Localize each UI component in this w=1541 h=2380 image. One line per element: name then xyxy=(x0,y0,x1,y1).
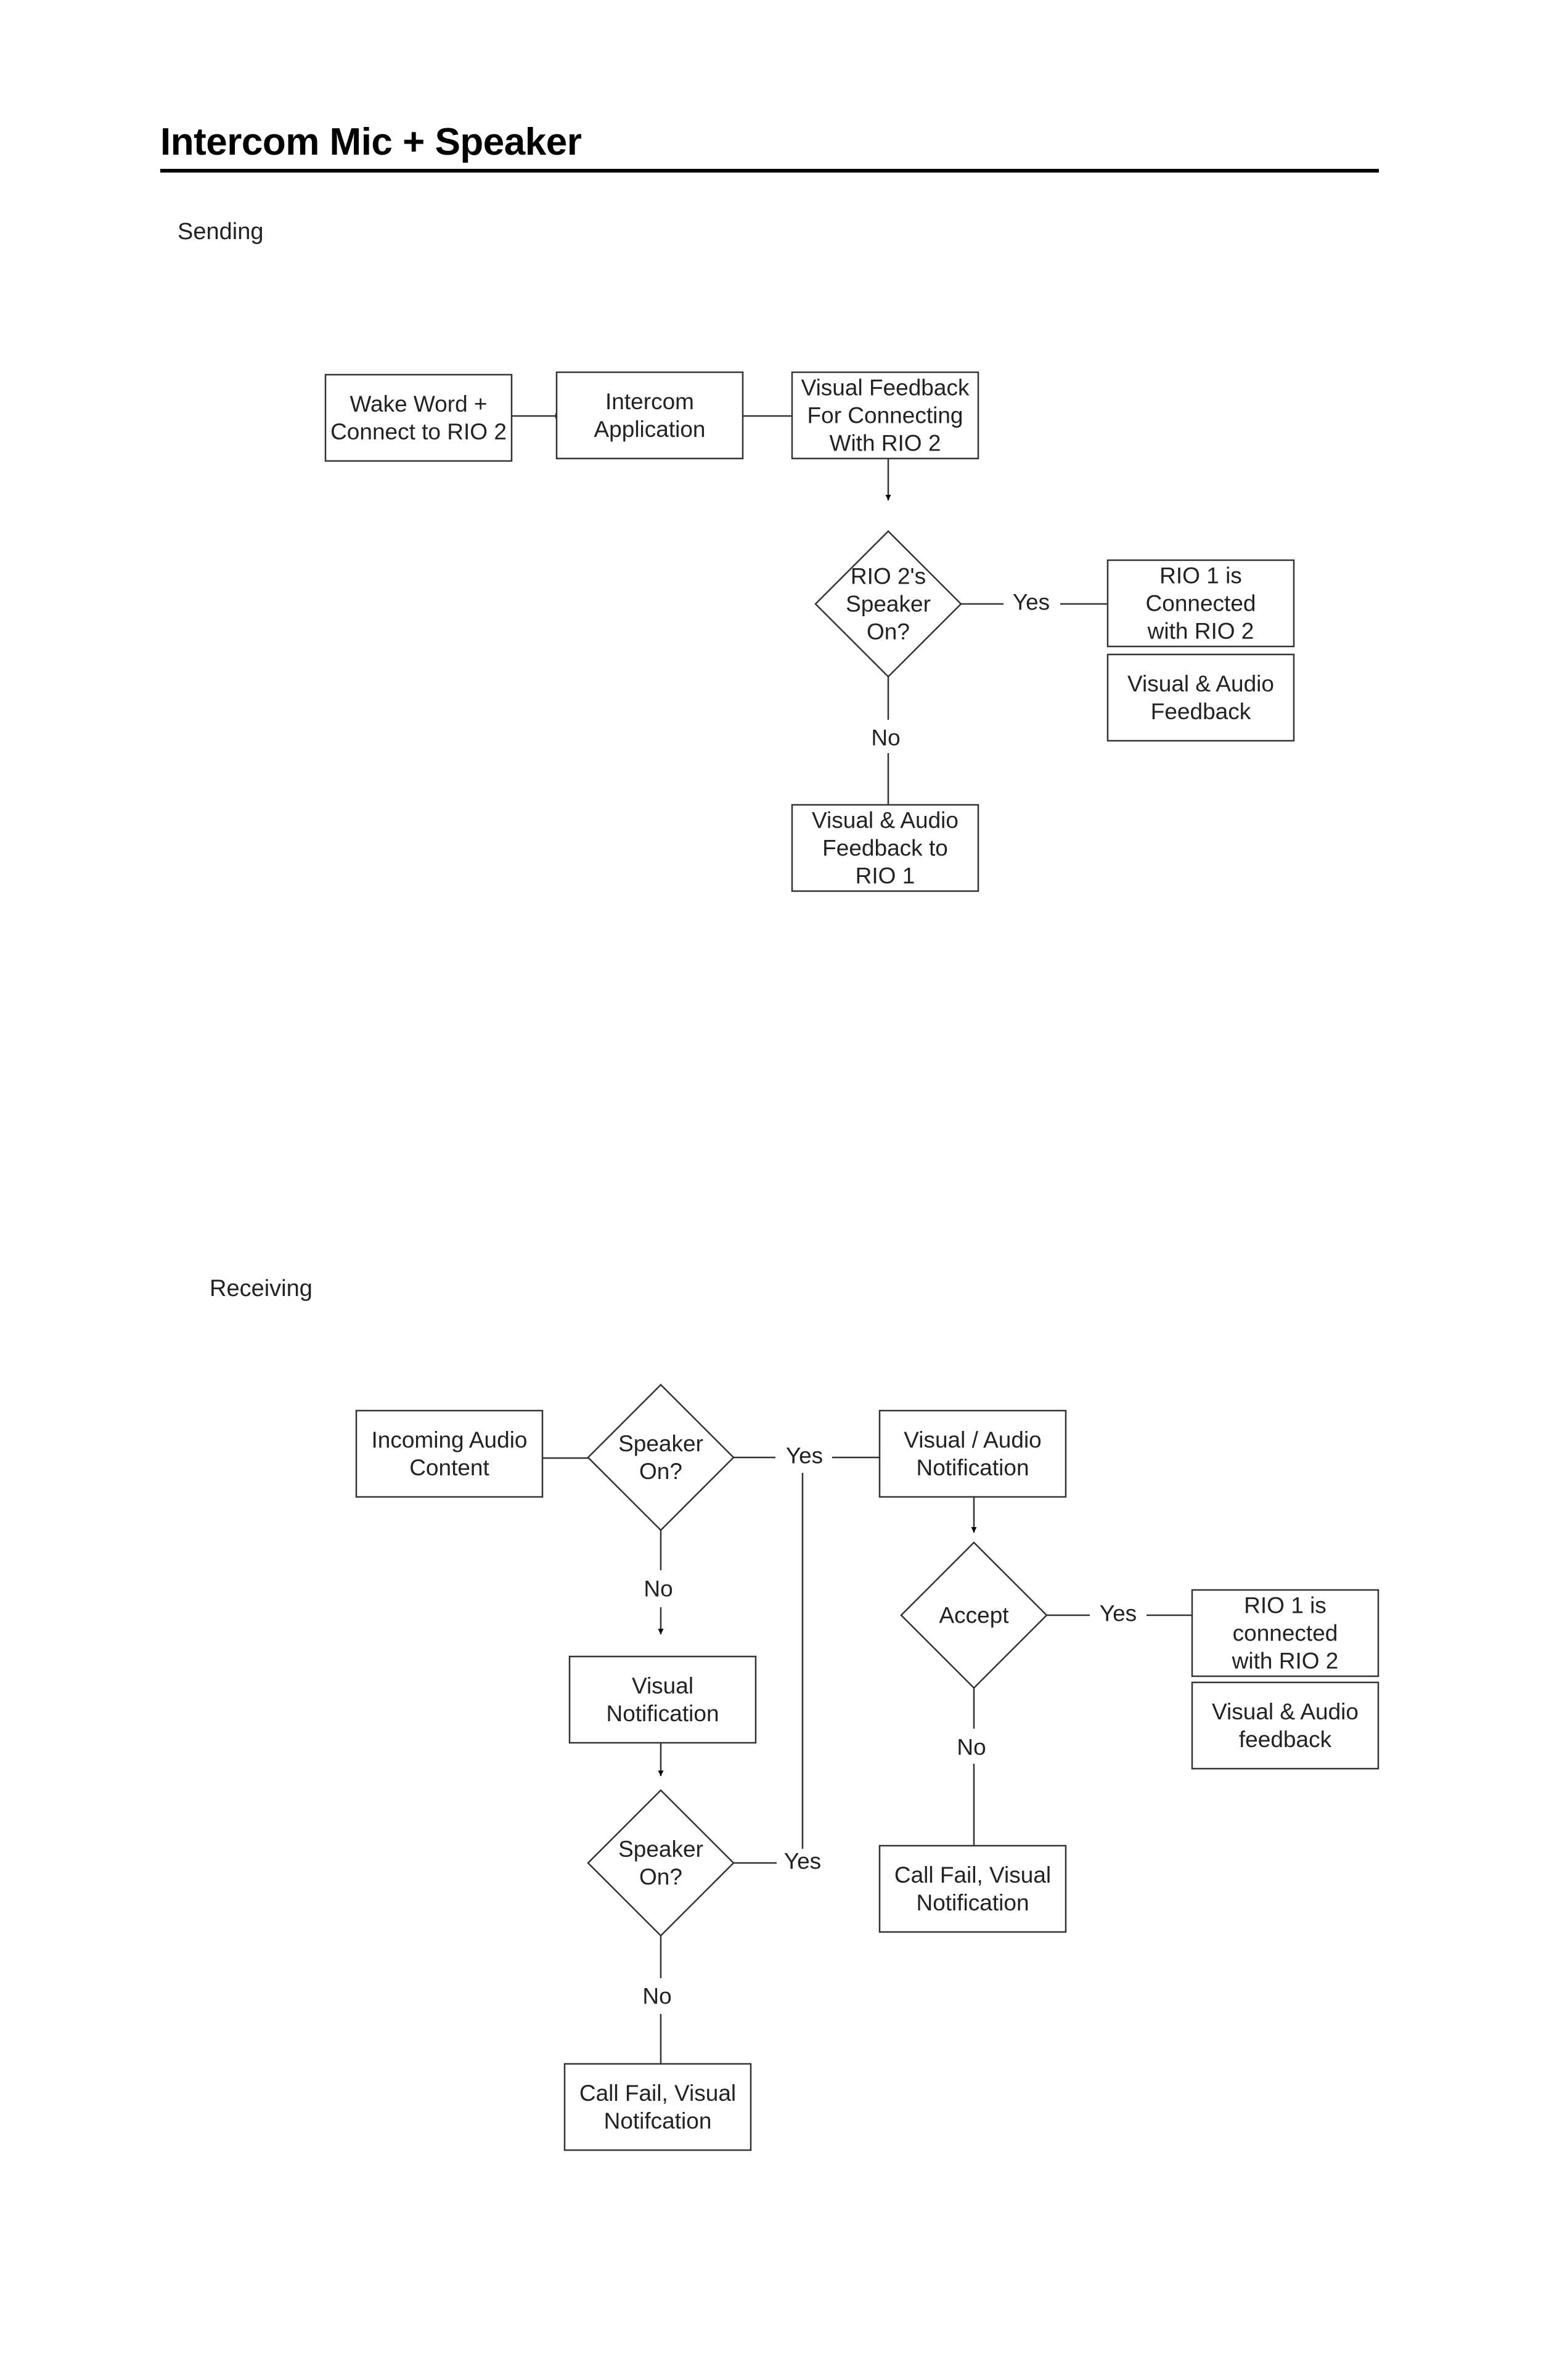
edge-label-accept-yes: Yes xyxy=(1100,1601,1137,1626)
node-visual-audio-feedback-receiving-line-2: feedback xyxy=(1239,1727,1332,1752)
node-call-fail-speaker-line-2: Notifcation xyxy=(604,2108,712,2133)
node-call-fail-accept-line-1: Call Fail, Visual xyxy=(894,1862,1051,1888)
node-rio1-connected-receiving-line-2: connected xyxy=(1233,1621,1338,1646)
node-visual-feedback-connecting-line-2: For Connecting xyxy=(807,403,963,428)
edge-label-sending-yes: Yes xyxy=(1013,590,1050,615)
node-intercom-application-line-1: Intercom xyxy=(605,389,694,414)
connectors xyxy=(512,413,1201,2072)
title-underline xyxy=(160,169,1379,173)
node-feedback-to-rio1-line-3: RIO 1 xyxy=(856,863,915,889)
node-rio1-connected-receiving-line-3: with RIO 2 xyxy=(1232,1648,1339,1674)
node-call-fail-accept-line-2: Notification xyxy=(916,1890,1029,1915)
node-wake-word-line-2: Connect to RIO 2 xyxy=(330,419,507,444)
node-visual-feedback-connecting-line-3: With RIO 2 xyxy=(830,431,941,456)
node-accept-decision: Accept xyxy=(900,1541,1048,1689)
node-visual-audio-notification-line-1: Visual / Audio xyxy=(904,1427,1042,1453)
node-visual-notification-line-2: Notification xyxy=(606,1701,719,1726)
node-rio2-speaker-decision-line-1: RIO 2's xyxy=(851,564,926,589)
node-incoming-audio-line-2: Content xyxy=(409,1455,489,1480)
node-visual-audio-notification-line-2: Notification xyxy=(916,1455,1029,1480)
node-visual-audio-feedback-sending-line-1: Visual & Audio xyxy=(1127,671,1274,696)
node-rio1-connected-receiving-line-1: RIO 1 is xyxy=(1244,1593,1326,1618)
node-visual-audio-feedback-receiving: Visual & Audio feedback xyxy=(1191,1681,1380,1770)
node-wake-word-line-1: Wake Word + xyxy=(349,391,487,417)
node-speaker-decision-1-line-2: On? xyxy=(639,1459,682,1484)
node-feedback-to-rio1-line-1: Visual & Audio xyxy=(812,808,959,833)
node-visual-audio-feedback-receiving-line-1: Visual & Audio xyxy=(1212,1699,1359,1724)
node-rio2-speaker-decision-line-3: On? xyxy=(867,619,910,645)
node-visual-feedback-connecting-line-1: Visual Feedback xyxy=(801,375,970,401)
node-speaker-decision-2-line-2: On? xyxy=(639,1864,682,1889)
node-incoming-audio-line-1: Incoming Audio xyxy=(371,1427,527,1453)
node-speaker-decision-1-line-1: Speaker xyxy=(618,1431,703,1456)
edge-label-speaker2-no: No xyxy=(642,1984,671,2009)
edge-label-speaker2-yes: Yes xyxy=(784,1849,821,1874)
node-visual-notification-line-1: Visual xyxy=(632,1673,693,1698)
node-visual-audio-feedback-sending-line-2: Feedback xyxy=(1151,699,1251,724)
node-rio1-connected-sending-line-2: Connected xyxy=(1146,591,1256,616)
node-intercom-application-line-2: Application xyxy=(594,417,705,442)
edge-label-sending-no: No xyxy=(871,725,900,751)
node-rio1-connected-sending-line-1: RIO 1 is xyxy=(1159,563,1242,589)
node-rio2-speaker-decision-line-2: Speaker xyxy=(846,592,931,617)
flow-nodes: Wake Word +Connect to RIO 2 IntercomAppli… xyxy=(324,371,1380,2151)
edge-label-speaker1-yes: Yes xyxy=(786,1443,823,1469)
page-title: Intercom Mic + Speaker xyxy=(160,121,582,163)
node-call-fail-speaker-line-1: Call Fail, Visual xyxy=(579,2080,736,2106)
edge-label-accept-no: No xyxy=(957,1735,986,1760)
node-feedback-to-rio1-line-2: Feedback to xyxy=(822,836,948,861)
section-label-receiving: Receiving xyxy=(210,1276,313,1302)
node-accept-decision-line-1: Accept xyxy=(939,1603,1009,1628)
edge-label-speaker1-no: No xyxy=(644,1576,672,1602)
node-speaker-decision-2-line-1: Speaker xyxy=(618,1836,703,1862)
section-label-sending: Sending xyxy=(178,219,264,245)
node-rio1-connected-sending-line-3: with RIO 2 xyxy=(1147,619,1254,644)
node-wake-word: Wake Word +Connect to RIO 2 xyxy=(324,373,513,462)
